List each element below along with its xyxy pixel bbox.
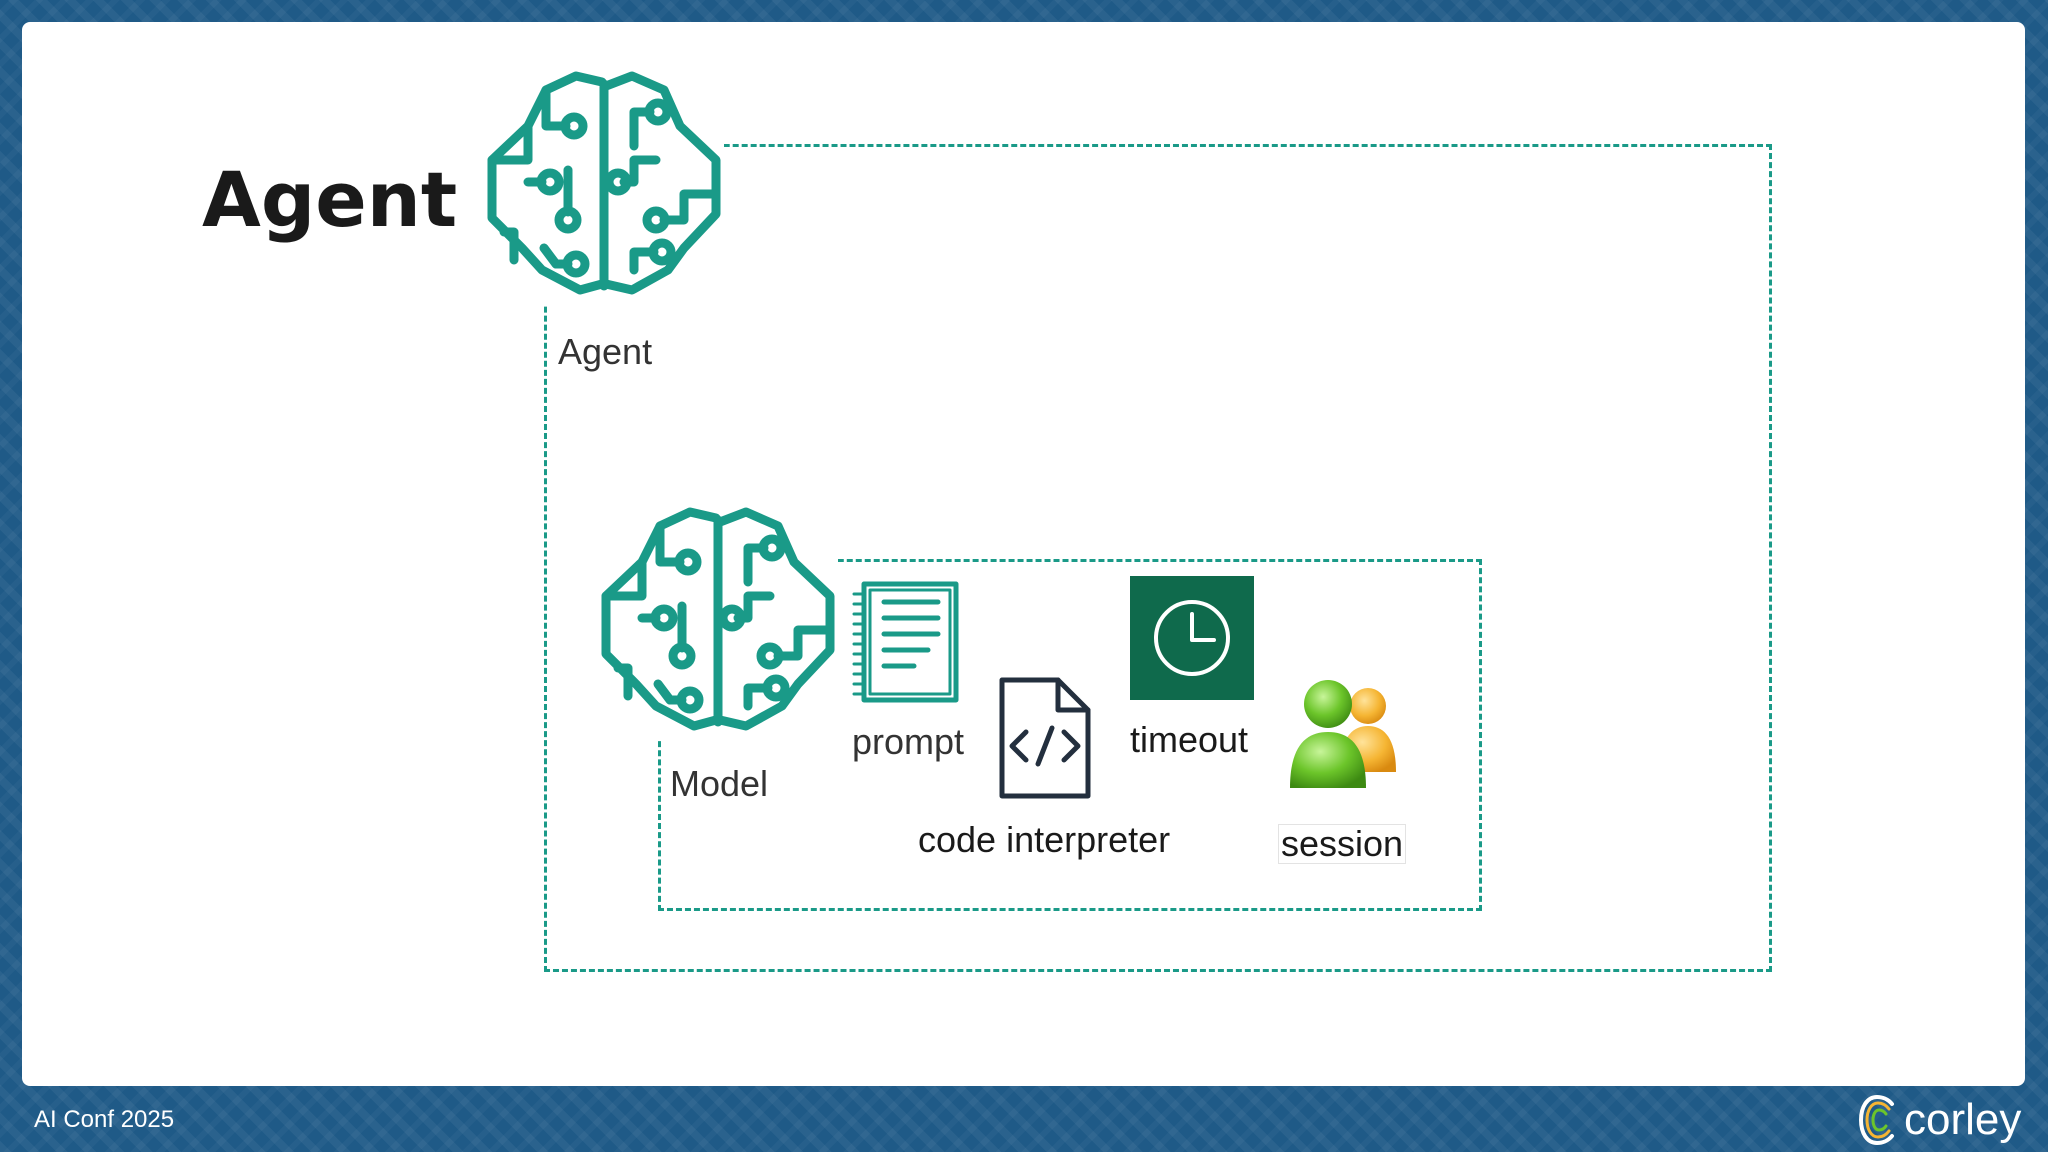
slide-title: Agent (202, 155, 458, 244)
brand-logo: corley (1858, 1092, 2021, 1148)
agent-boundary (544, 144, 1772, 972)
agent-label: Agent (558, 331, 653, 372)
corley-logo-icon (1858, 1094, 1894, 1146)
session-label: session (1278, 824, 1407, 864)
timeout-label: timeout (1130, 719, 1249, 760)
agent-brain-icon (484, 64, 724, 304)
code-interpreter-label: code interpreter (918, 819, 1171, 860)
code-file-icon (999, 677, 1091, 799)
event-footer: AI Conf 2025 (34, 1106, 175, 1133)
brand-name: corley (1904, 1095, 2022, 1144)
slide-canvas: Agent Agent (22, 22, 2025, 1086)
users-icon (1290, 680, 1396, 788)
notebook-icon (852, 581, 959, 703)
clock-icon (1130, 576, 1254, 700)
prompt-label: prompt (852, 721, 965, 762)
model-brain-icon (598, 500, 838, 740)
model-label: Model (670, 763, 769, 804)
